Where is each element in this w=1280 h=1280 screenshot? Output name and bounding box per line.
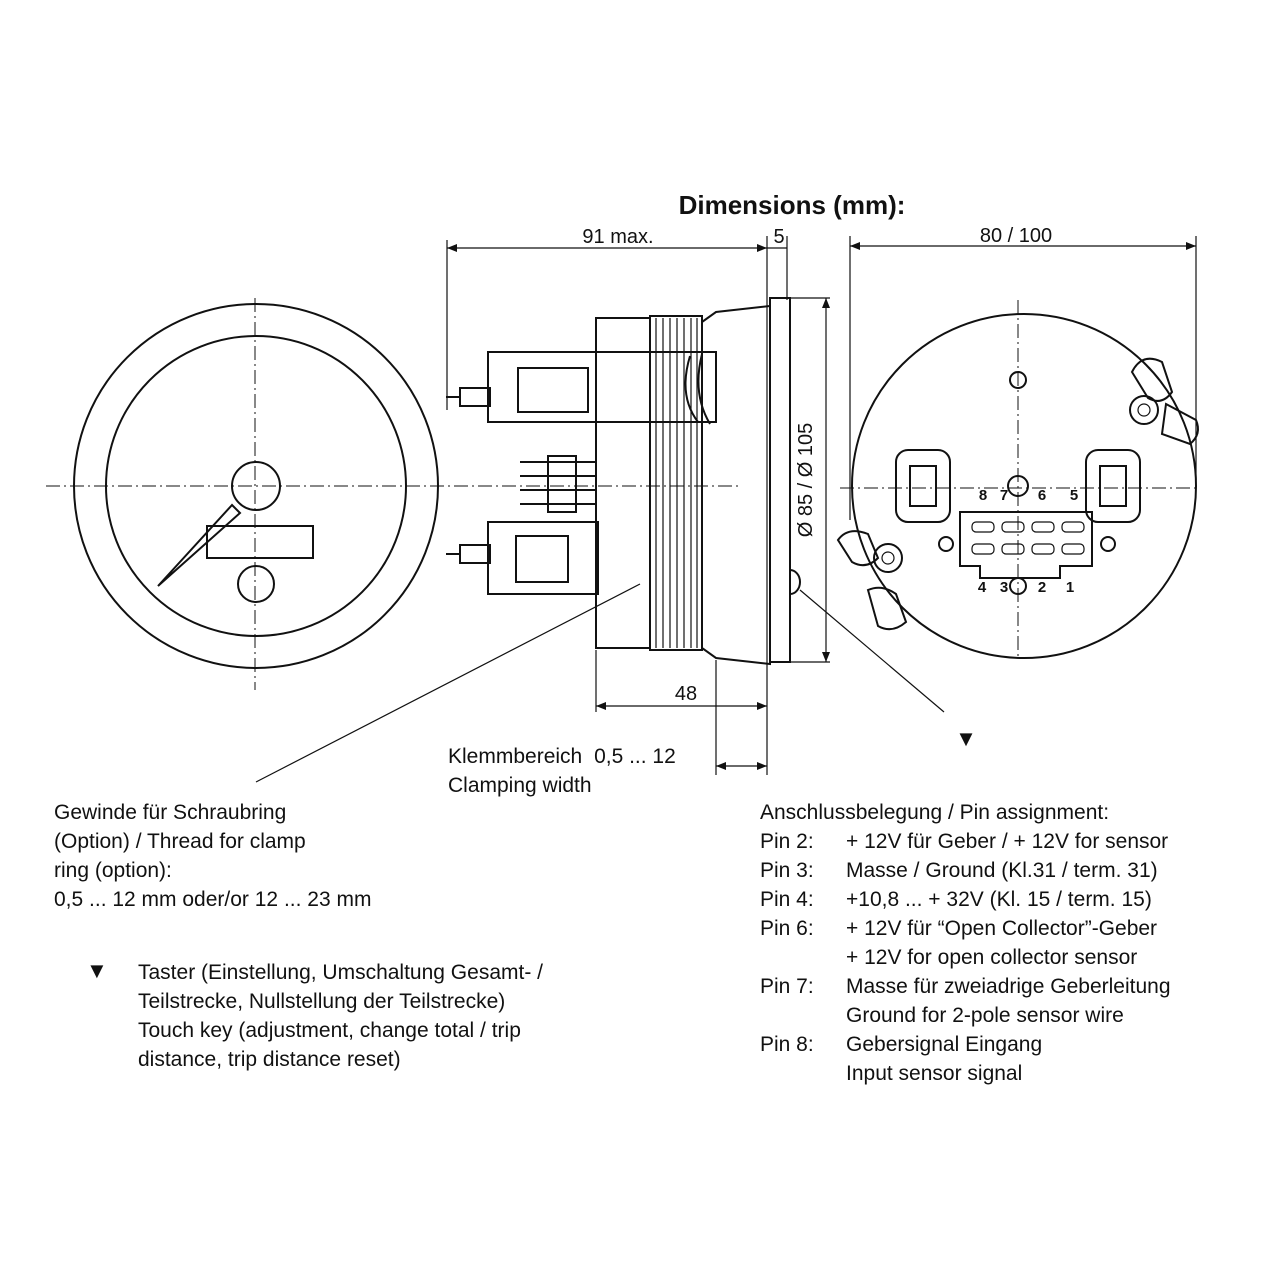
front-bezel-outer	[73, 303, 439, 669]
gauge-needle	[157, 503, 242, 587]
thread-note-line: ring (option):	[54, 859, 172, 882]
pin-label: Pin 2:	[760, 830, 814, 853]
dim-label-91: 91 max.	[582, 226, 653, 248]
pin-numbers-bottom: 4 3 2 1	[978, 579, 1074, 596]
right-socket-core	[1099, 465, 1127, 507]
pin-number-8: 8	[979, 487, 987, 504]
pin-description: Masse / Ground (Kl.31 / term. 31)	[846, 859, 1158, 882]
upper-stud	[459, 387, 491, 407]
bezel-ring	[769, 297, 791, 663]
pin-row: Pin 2: + 12V für Geber / + 12V for senso…	[760, 827, 1171, 856]
touch-key-line: Touch key (adjustment, change total / tr…	[138, 1019, 521, 1042]
pin-numbers-top: 8 7 6 5	[979, 487, 1078, 504]
rear-connector	[959, 511, 1093, 579]
pin-number-2: 2	[1038, 579, 1046, 596]
clamping-label-en: Clamping width	[448, 774, 592, 797]
left-socket	[895, 449, 951, 523]
rear-top-screw	[1009, 371, 1027, 389]
pin-number-4: 4	[978, 579, 987, 596]
side-view: 91 max. 5 Ø 85 / Ø 105	[255, 226, 945, 783]
pin-number-5: 5	[1070, 487, 1078, 504]
clamping-range: 0,5 ... 12	[594, 745, 676, 768]
touch-key-marker: ▼	[955, 726, 977, 751]
connector-left-hole	[938, 536, 954, 552]
dim-label-80-100: 80 / 100	[980, 225, 1052, 247]
dim-label-diameter: Ø 85 / Ø 105	[795, 423, 817, 538]
rear-housing	[851, 313, 1197, 659]
pin-description: + 12V for open collector sensor	[846, 946, 1138, 969]
pin-number-6: 6	[1038, 487, 1046, 504]
rear-view: 80 / 100 8 7 6 5 4 3 2	[836, 225, 1200, 660]
rear-center-hole	[1007, 475, 1029, 497]
pin-description: Gebersignal Eingang	[846, 1033, 1043, 1056]
pin-description: Ground for 2-pole sensor wire	[846, 1004, 1124, 1027]
connector-right-hole	[1100, 536, 1116, 552]
drawing-title: Dimensions (mm):	[679, 190, 906, 220]
pin-assignment: Anschlussbelegung / Pin assignment: Pin …	[760, 798, 1171, 1088]
left-socket-core	[909, 465, 937, 507]
needle-hub	[231, 461, 281, 511]
leader-touch-key	[799, 589, 945, 713]
touch-key-legend-symbol: ▼	[86, 958, 108, 983]
clamping-note: Klemmbereich 0,5 ... 12 Clamping width	[448, 742, 676, 800]
touch-key-line: distance, trip distance reset)	[138, 1048, 401, 1071]
pin-row: Pin 6: + 12V für “Open Collector”-Geber …	[760, 914, 1171, 972]
pin-description: + 12V für “Open Collector”-Geber	[846, 917, 1158, 940]
lower-connector-body	[487, 521, 599, 595]
pin-row: Pin 7: Masse für zweiadrige Geberleitung…	[760, 972, 1171, 1030]
pin-number-3: 3	[1000, 579, 1008, 596]
touch-key-line: Taster (Einstellung, Umschaltung Gesamt-…	[138, 961, 543, 984]
pin-label: Pin 7:	[760, 975, 814, 998]
pin-description: Masse für zweiadrige Geberleitung	[846, 975, 1171, 998]
pin-assignment-heading: Anschlussbelegung / Pin assignment:	[760, 801, 1110, 824]
front-housing	[701, 304, 771, 666]
housing-rear	[595, 317, 651, 649]
pin-label: Pin 3:	[760, 859, 814, 882]
right-socket	[1085, 449, 1141, 523]
pin-label: Pin 4:	[760, 888, 814, 911]
front-dial-face	[105, 335, 407, 637]
touch-key-line: Teilstrecke, Nullstellung der Teilstreck…	[138, 990, 506, 1013]
connector-contacts	[971, 521, 1085, 555]
pin-row: Pin 3: Masse / Ground (Kl.31 / term. 31)	[760, 856, 1171, 885]
thread-lines	[655, 318, 698, 648]
clamping-label-de: Klemmbereich	[448, 745, 583, 768]
thread-section	[649, 315, 703, 651]
pin-description: + 12V für Geber / + 12V for sensor	[846, 830, 1169, 853]
front-view	[46, 298, 740, 690]
pin-number-7: 7	[1000, 487, 1008, 504]
thread-note-line: 0,5 ... 12 mm oder/or 12 ... 23 mm	[54, 888, 372, 911]
upper-connector-detail	[517, 367, 589, 413]
leader-thread	[255, 583, 641, 783]
dim-label-48: 48	[675, 683, 697, 705]
middle-pins	[520, 455, 596, 513]
lower-left-clamp	[836, 530, 908, 631]
thread-note-line: (Option) / Thread for clamp	[54, 830, 306, 853]
lower-stud	[459, 544, 491, 564]
pin-description: +10,8 ... + 32V (Kl. 15 / term. 15)	[846, 888, 1152, 911]
pin-label: Pin 8:	[760, 1033, 814, 1056]
touch-key-note: Taster (Einstellung, Umschaltung Gesamt-…	[138, 958, 543, 1074]
thread-note-line: Gewinde für Schraubring	[54, 801, 287, 824]
upper-connector-clip	[684, 353, 711, 425]
touch-key-button	[237, 565, 275, 603]
thread-note: Gewinde für Schraubring (Option) / Threa…	[54, 798, 371, 914]
pin-row: Pin 4: +10,8 ... + 32V (Kl. 15 / term. 1…	[760, 885, 1171, 914]
pin-label: Pin 6:	[760, 917, 814, 940]
pin-description: Input sensor signal	[846, 1062, 1023, 1085]
touch-key-side	[789, 569, 801, 595]
pin-row: Pin 8: Gebersignal Eingang Input sensor …	[760, 1030, 1171, 1088]
odometer-display	[206, 525, 314, 559]
dim-label-5: 5	[773, 226, 784, 248]
lower-connector-detail	[515, 535, 569, 583]
upper-right-clamp	[1129, 357, 1199, 446]
pin-number-1: 1	[1066, 579, 1074, 596]
